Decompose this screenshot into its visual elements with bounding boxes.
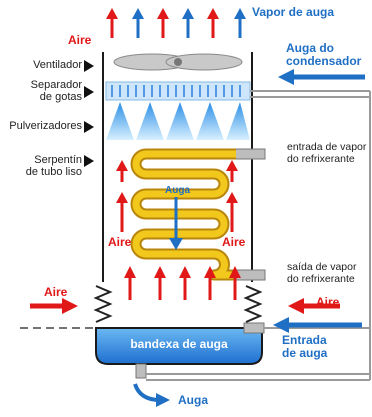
drift-eliminator-label-line2: de gotas: [39, 91, 82, 103]
coil-label-line1: Serpentín: [34, 154, 82, 166]
water-inlet-arrow-icon: [273, 317, 362, 333]
fan-label: Ventilador: [33, 59, 82, 71]
water-inlet-label-line1: Entrada: [282, 333, 327, 347]
drift-eliminator: [105, 81, 251, 101]
water-inlet-label-line2: de auga: [282, 346, 328, 360]
refrigerant-pipes: [234, 148, 266, 281]
air-left-inside-label: Aire: [108, 235, 132, 249]
water-inside-label: Auga: [165, 185, 190, 196]
air-left-outside-label: Aire: [44, 285, 68, 299]
vapor-out-label: Vapor de auga: [252, 5, 335, 19]
vapor-out-arrows: [106, 8, 246, 38]
refrigerant-in-label-line2: do refrixerante: [287, 153, 355, 165]
sprayers-label: Pulverizadores: [9, 120, 82, 132]
label-pointers: [84, 60, 94, 167]
basin-label: bandexa de auga: [130, 337, 228, 351]
refrigerant-in-label-line1: entrada de vapor: [287, 141, 367, 153]
condenser-water-arrow-icon: [278, 69, 365, 85]
coil-label-line2: de tubo liso: [25, 166, 82, 178]
water-out-arrow-icon: [133, 383, 170, 407]
intake-air-arrows: [124, 266, 241, 300]
refrigerant-out-label-line2: do refrixerante: [287, 273, 355, 285]
air-top-label: Aire: [68, 33, 92, 47]
drift-eliminator-label-line1: Separador: [30, 79, 82, 91]
air-right-outside-label: Aire: [316, 295, 340, 309]
serpentine-coil: [130, 148, 236, 281]
refrigerant-out-label-line1: saída de vapor: [287, 261, 357, 273]
sprayers: [106, 102, 250, 140]
outside-air-arrows: [30, 298, 340, 314]
condenser-water-pipe: [250, 90, 371, 380]
air-inlet-louvers: [93, 285, 263, 323]
condenser-water-label-line2: condensador: [286, 54, 362, 68]
condenser-water-label-line1: Auga do: [286, 41, 334, 55]
water-down-arrow-icon: [169, 197, 183, 250]
water-out-label: Auga: [178, 393, 208, 407]
fan-icon: [113, 53, 243, 71]
drain-pipe: [135, 363, 370, 381]
air-right-inside-label: Aire: [222, 235, 246, 249]
inner-air-arrows: [116, 160, 238, 232]
water-basin: [95, 327, 263, 365]
